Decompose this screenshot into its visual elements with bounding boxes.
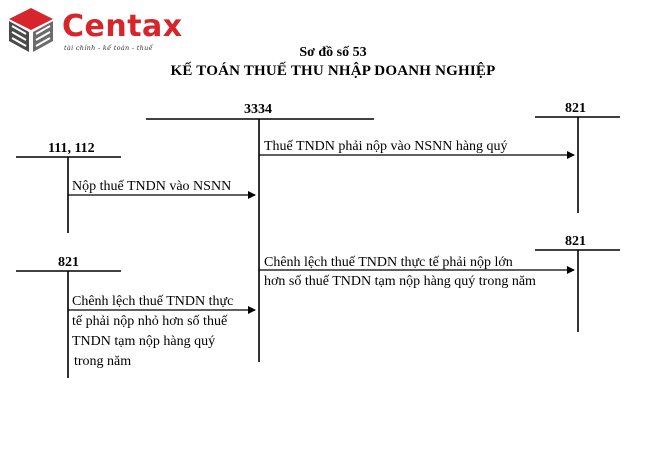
account-821-left-label: 821 [58,255,79,270]
account-3334-label: 3334 [244,102,272,117]
centax-cube-logo-icon [9,8,53,52]
edge-label-e1: Thuế TNDN phải nộp vào NSNN hàng quý [264,139,508,154]
account-821-top-label: 821 [565,101,586,116]
account-821-bottom-label: 821 [565,234,586,249]
edge-label-e3-line2: hơn số thuế TNDN tạm nộp hàng quý trong … [264,274,536,289]
edge-label-e2: Nộp thuế TNDN vào NSNN [72,179,232,194]
edge-label-e3-line1: Chênh lệch thuế TNDN thực tế phải nộp lớ… [264,255,513,270]
logo-tagline: tài chính - kế toán - thuế [64,44,153,52]
edge-label-e4-line2: tế phải nộp nhỏ hơn số thuế [72,314,228,329]
logo-brand: Centax [62,9,183,44]
t-account-821-bottom [535,249,620,332]
edge-label-e4-line1: Chênh lệch thuế TNDN thực [72,294,234,309]
t-account-3334 [146,118,374,362]
diagram-title: KẾ TOÁN THUẾ THU NHẬP DOANH NGHIỆP [170,63,496,79]
edge-label-e4-line4: trong năm [74,354,132,369]
account-111-112-label: 111, 112 [48,141,95,156]
t-account-821-left [16,270,121,378]
centax-logo: Centax tài chính - kế toán - thuế [6,6,182,58]
diagram-subtitle: Sơ đồ số 53 [299,45,367,60]
t-account-821-top [535,116,620,213]
edge-label-e4-line3: TNDN tạm nộp hàng quý [72,334,216,349]
